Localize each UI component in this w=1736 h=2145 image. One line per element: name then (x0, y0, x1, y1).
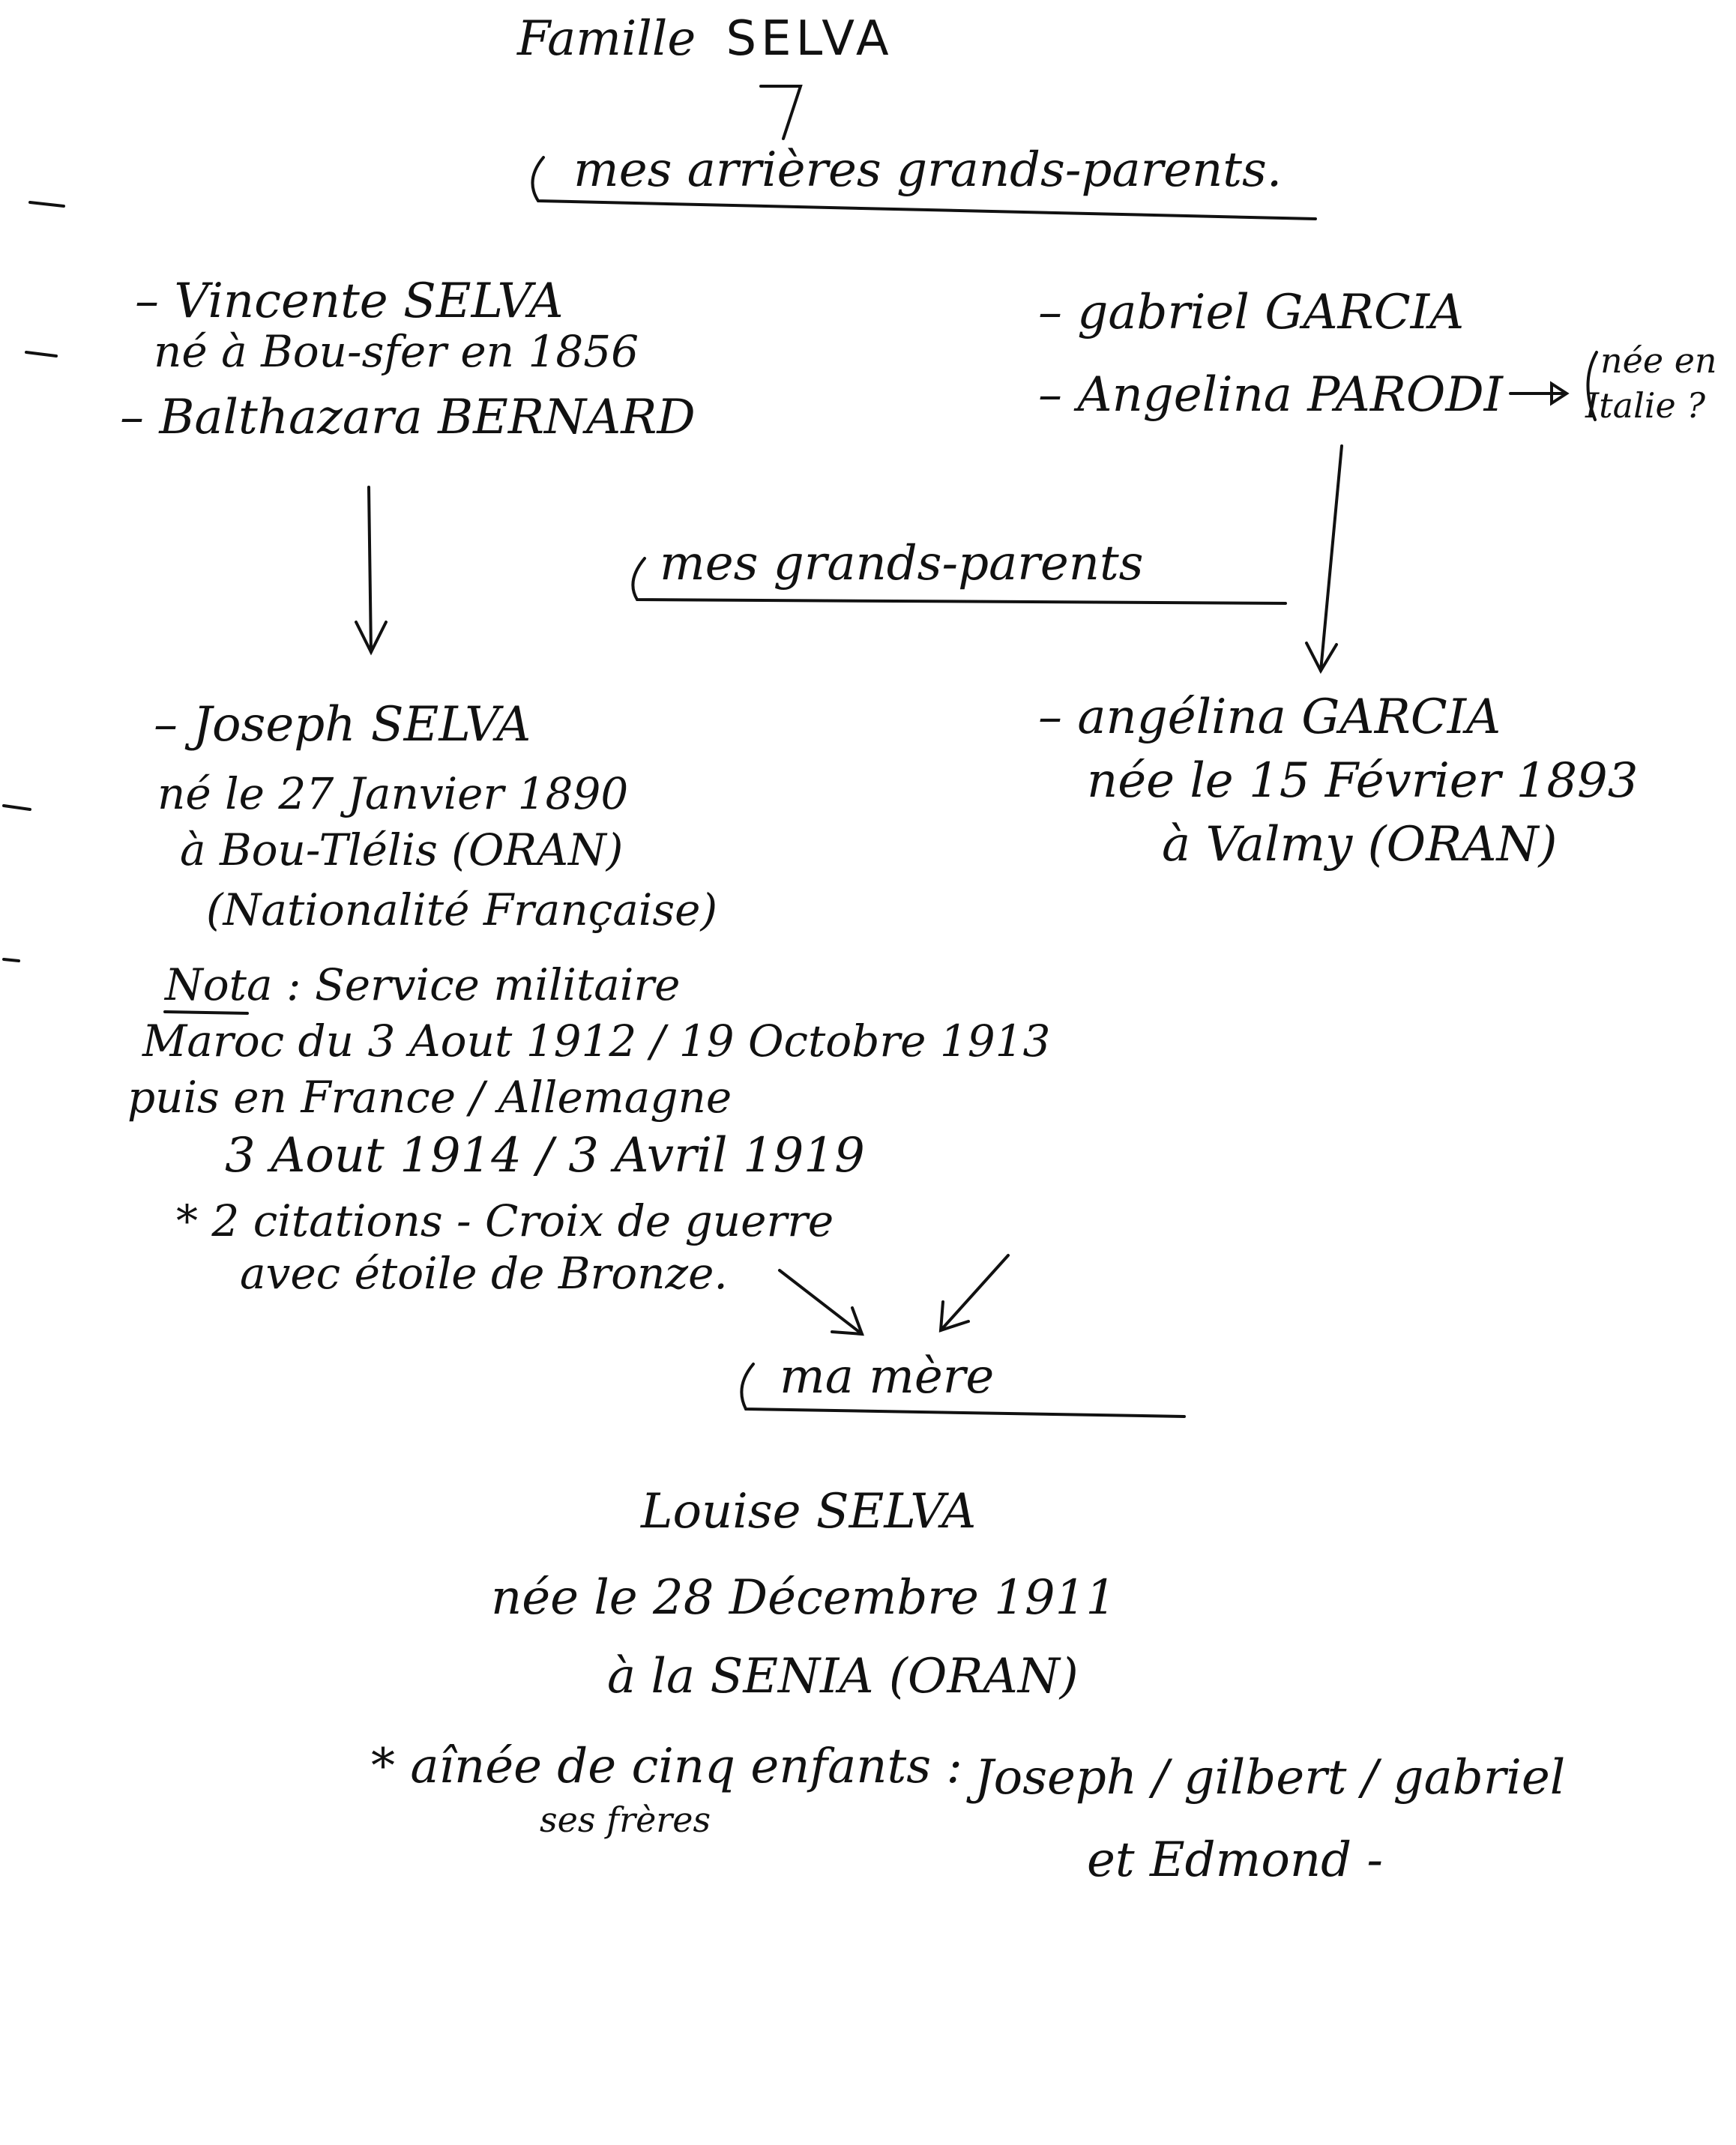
grandmother-name-text: angélina GARCIA (1077, 690, 1501, 745)
dash: – (1038, 367, 1078, 423)
mother-birth: née le 28 Décembre 1911 (491, 1570, 1117, 1626)
mother-note-line1: * aînée de cinq enfants : (371, 1739, 962, 1794)
mother-place: à la SENIA (ORAN) (607, 1649, 1079, 1704)
arrow-left-shaft (367, 486, 373, 654)
title-family-name: SELVA (726, 11, 893, 67)
mother-note-siblings-label: ses frères (540, 1799, 711, 1840)
mother-note-last: et Edmond - (1087, 1832, 1383, 1888)
section-grandparents: mes grands-parents (660, 536, 1144, 591)
margin-mark-3 (2, 804, 31, 811)
page-title: Famille SELVA (517, 15, 893, 63)
margin-mark-4 (2, 958, 20, 962)
grandmother-name: – angélina GARCIA (1038, 693, 1501, 741)
underline-mother (740, 1363, 1186, 1418)
paternal-great-person1: – Vincente SELVA (135, 277, 564, 325)
margin-mark-2 (25, 351, 58, 358)
dash: – (1038, 285, 1078, 340)
grandfather-name: – Joseph SELVA (154, 701, 531, 749)
arrow-to-mother-right-shaft (939, 1254, 1010, 1332)
paternal-great-person1-birth: né à Bou-sfer en 1856 (154, 326, 639, 377)
grandfather-nota-line4: 3 Aout 1914 / 3 Avril 1919 (225, 1128, 865, 1183)
arrow-left-head (355, 621, 388, 656)
arrow-right-shaft (1319, 444, 1343, 672)
dash: – (154, 697, 193, 752)
nota-underline (163, 1010, 249, 1015)
mother-name: Louise SELVA (641, 1484, 977, 1539)
underline-great-grandparents (531, 156, 1317, 220)
arrow-right-head (1305, 642, 1338, 675)
grandfather-nota-line5: * 2 citations - Croix de guerre (176, 1195, 834, 1246)
dash: – (1038, 690, 1078, 745)
maternal-great-person1: – gabriel GARCIA (1038, 289, 1464, 337)
grandmother-place: à Valmy (ORAN) (1162, 817, 1558, 872)
dash: – (135, 274, 175, 329)
title-prefix: Famille (517, 11, 696, 67)
grandfather-name-text: Joseph SELVA (193, 697, 531, 752)
grandfather-nota-line1: Nota : Service militaire (165, 963, 680, 1007)
arrow-to-mother-right-head (938, 1300, 970, 1333)
nota-text: : Service militaire (286, 959, 681, 1010)
maternal-great-person2-name: Angelina PARODI (1077, 367, 1503, 423)
dash: – (120, 390, 160, 445)
paternal-great-person1-name: Vincente SELVA (174, 274, 564, 329)
nota-label: Nota (165, 959, 273, 1010)
maternal-great-person1-name: gabriel GARCIA (1077, 285, 1465, 340)
mother-note-siblings: Joseph / gilbert / gabriel (974, 1750, 1566, 1805)
title-mark (759, 85, 803, 140)
grandfather-nota-line6: avec étoile de Bronze. (240, 1248, 728, 1299)
maternal-great-person2-note-line1: née en (1600, 340, 1717, 381)
paternal-great-person2-name: Balthazara BERNARD (159, 390, 696, 445)
margin-mark-1 (28, 201, 65, 208)
grandfather-birth: né le 27 Janvier 1890 (157, 768, 629, 819)
grandfather-nota-line3: puis en France / Allemagne (127, 1072, 732, 1123)
parodi-note-arrow-head (1550, 381, 1570, 406)
section-great-grandparents: mes arrières grands-parents. (573, 142, 1283, 198)
grandmother-birth: née le 15 Février 1893 (1087, 753, 1639, 809)
grandfather-nationality: (Nationalité Française) (206, 884, 718, 935)
paternal-great-person2: – Balthazara BERNARD (120, 393, 696, 441)
parodi-note-bracket (1586, 351, 1598, 421)
arrow-to-mother-left-head (831, 1306, 864, 1336)
maternal-great-person2: – Angelina PARODI (1038, 371, 1503, 419)
arrow-to-mother-left-shaft (778, 1269, 864, 1336)
grandfather-place: à Bou-Tlélis (ORAN) (180, 824, 624, 875)
underline-grandparents (631, 557, 1287, 605)
section-mother: ma mère (780, 1349, 995, 1405)
grandfather-nota-line2: Maroc du 3 Aout 1912 / 19 Octobre 1913 (142, 1016, 1051, 1067)
maternal-great-person2-note-line2: Italie ? (1585, 385, 1706, 426)
